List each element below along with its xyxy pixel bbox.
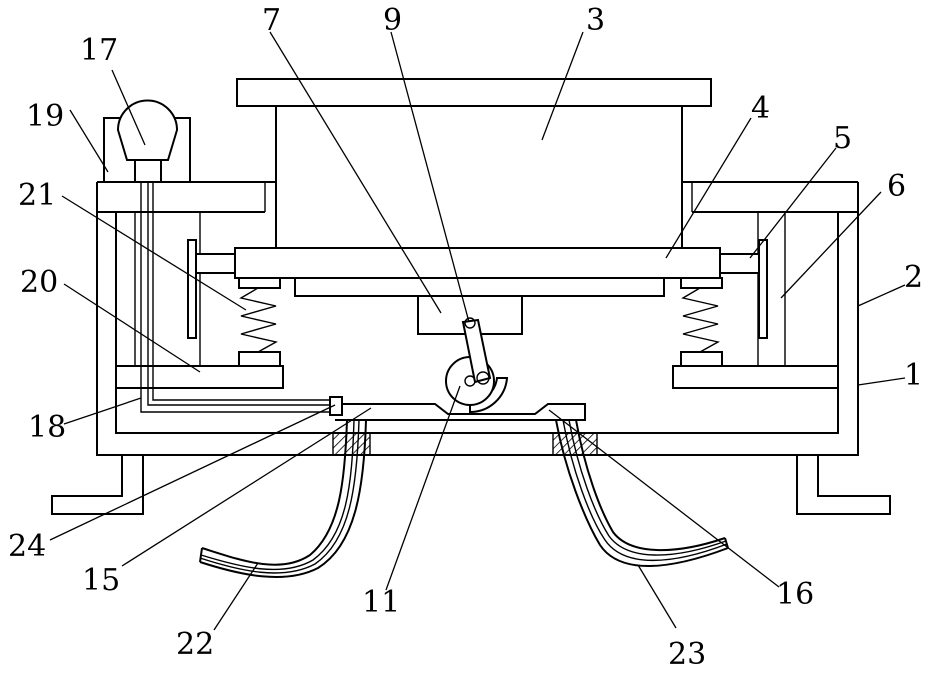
label-15: 15	[82, 563, 120, 598]
label-5: 5	[833, 121, 852, 156]
label-3: 3	[586, 3, 605, 38]
label-1: 1	[904, 358, 923, 393]
label-21: 21	[18, 178, 56, 213]
label-4: 4	[751, 91, 770, 126]
label-17: 17	[80, 33, 118, 68]
label-23: 23	[668, 637, 706, 672]
label-16: 16	[776, 577, 814, 612]
right-foot	[797, 455, 890, 514]
left-foot	[52, 455, 143, 514]
label-6: 6	[887, 169, 906, 204]
bulb-valve	[104, 101, 190, 183]
label-11: 11	[362, 585, 400, 620]
label-24: 24	[8, 529, 46, 564]
label-19: 19	[26, 99, 64, 134]
label-7: 7	[262, 3, 281, 38]
left-spring	[239, 278, 280, 366]
hatch-blocks	[333, 433, 597, 455]
label-18: 18	[28, 410, 66, 445]
hopper-box	[237, 79, 711, 248]
right-rod	[720, 240, 767, 338]
right-lower-plate	[673, 366, 838, 388]
label-22: 22	[176, 627, 214, 662]
right-spring	[681, 278, 722, 366]
label-2: 2	[904, 260, 923, 295]
label-20: 20	[20, 265, 58, 300]
label-9: 9	[383, 3, 402, 38]
